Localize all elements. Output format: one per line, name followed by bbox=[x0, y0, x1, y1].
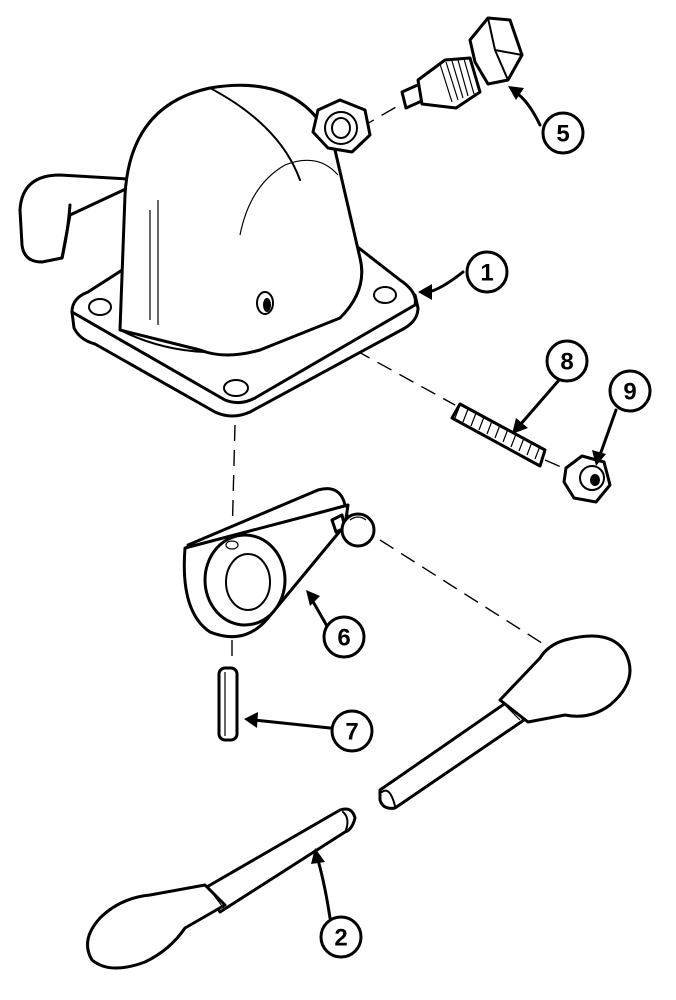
callout-5-label: 5 bbox=[556, 121, 569, 148]
roll-pin-icon bbox=[217, 666, 239, 742]
hand-lever-icon bbox=[378, 634, 632, 810]
callout-9: 9 bbox=[608, 369, 652, 413]
callout-5: 5 bbox=[541, 111, 585, 155]
hex-nut-icon bbox=[311, 98, 372, 154]
callout-2: 2 bbox=[319, 915, 363, 959]
lever-housing-icon bbox=[18, 83, 420, 418]
callout-8: 8 bbox=[545, 339, 589, 383]
callout-6-label: 6 bbox=[337, 625, 350, 652]
lever-arm-icon bbox=[182, 487, 376, 639]
threaded-stud-icon bbox=[450, 402, 547, 468]
callout-9-label: 9 bbox=[623, 379, 636, 406]
callout-6: 6 bbox=[322, 615, 366, 659]
callout-1-label: 1 bbox=[480, 260, 493, 287]
hand-lever-icon bbox=[86, 807, 357, 970]
callout-arrows bbox=[244, 86, 618, 920]
callout-1: 1 bbox=[465, 250, 509, 294]
threaded-fitting-icon bbox=[400, 16, 524, 110]
callout-7-label: 7 bbox=[345, 719, 358, 746]
callout-2-label: 2 bbox=[334, 925, 347, 952]
hex-nut-icon bbox=[562, 454, 612, 504]
callout-7: 7 bbox=[330, 709, 374, 753]
callout-8-label: 8 bbox=[560, 349, 573, 376]
